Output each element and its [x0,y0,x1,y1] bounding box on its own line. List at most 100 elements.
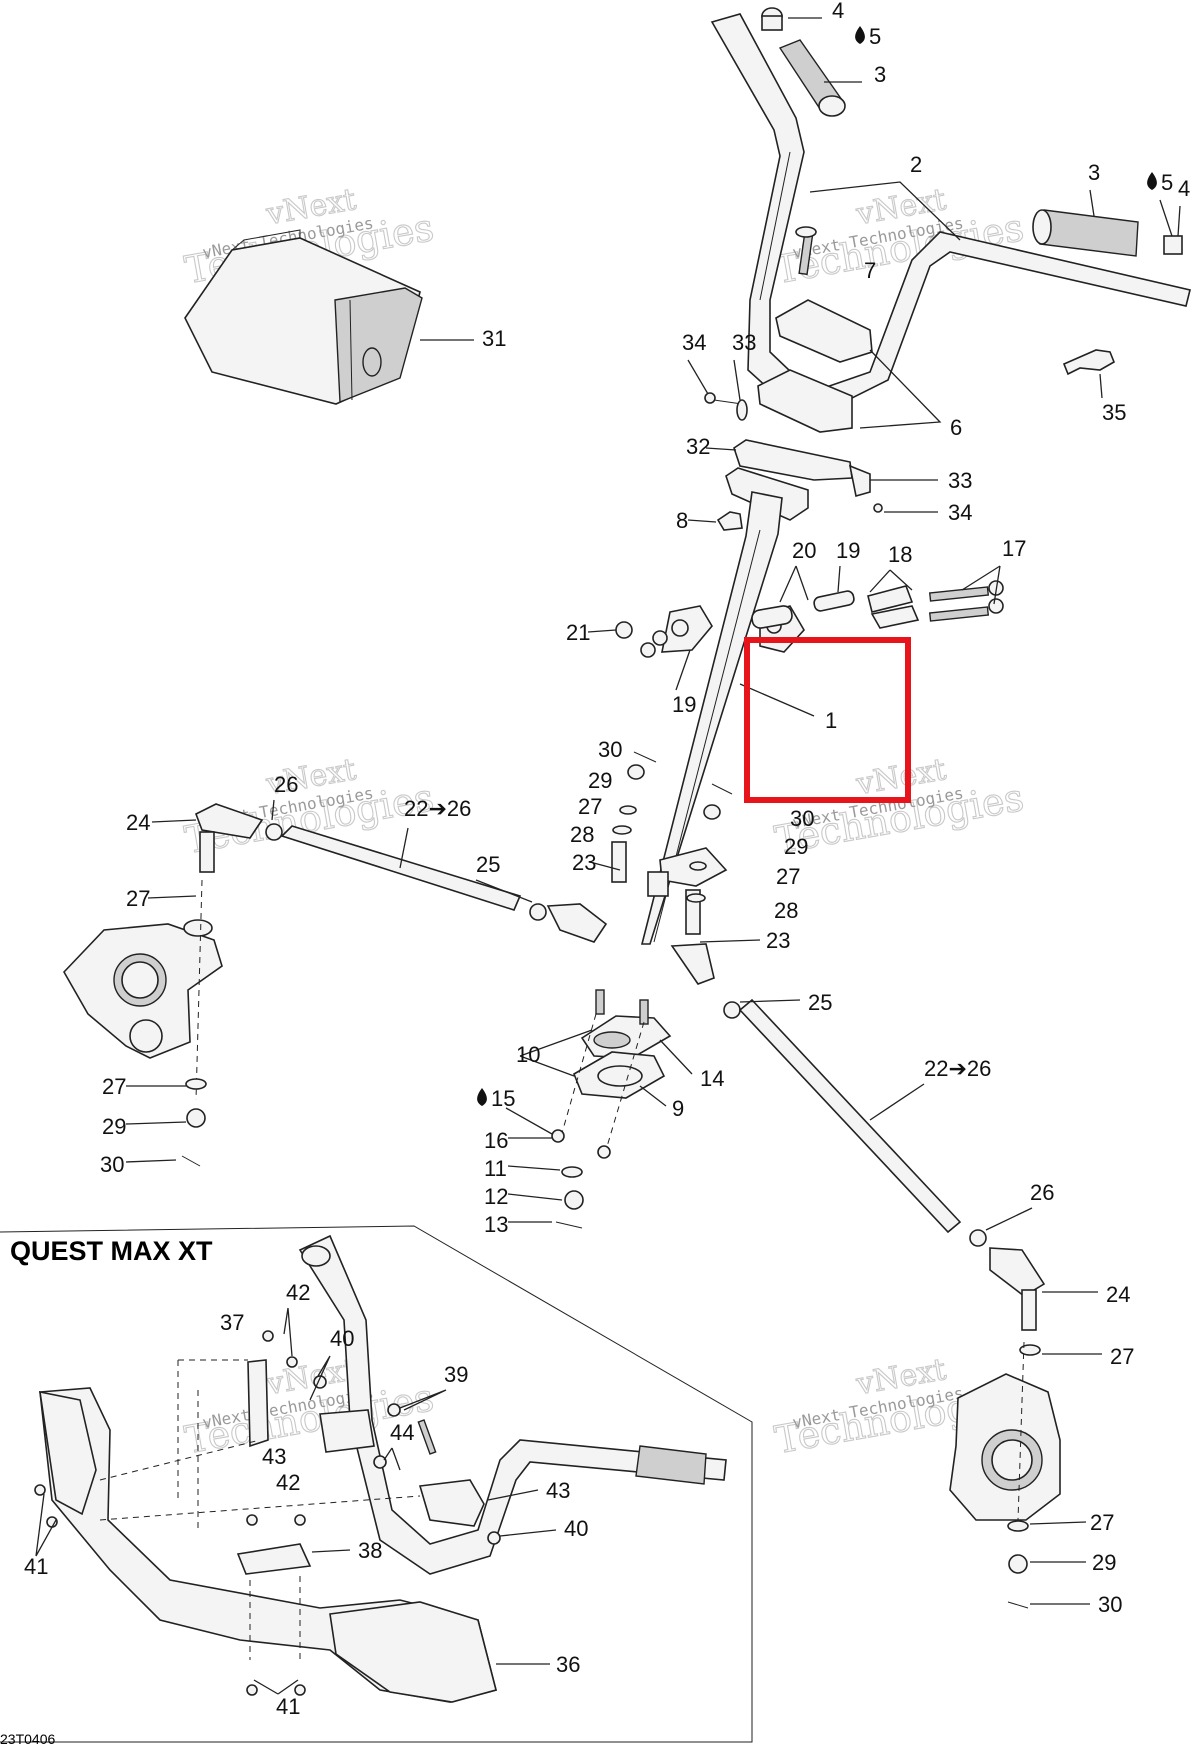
callout-21: 21 [566,620,590,645]
callout-number: 23 [572,850,596,875]
callout-number: 4 [832,0,844,23]
callout-number: 27 [126,886,150,911]
callout-number: 23 [766,928,790,953]
callout-27: 27 [102,1074,126,1099]
callout-number: 19 [672,692,696,717]
callout-number: 29 [102,1114,126,1139]
callout-number: 41 [276,1694,300,1719]
callout-number: 28 [774,898,798,923]
callout-number: 10 [516,1042,540,1067]
callout-30: 30 [790,806,814,831]
callout-22-26: 22➔26 [924,1056,991,1081]
callout-number: 3 [874,62,886,87]
callout-22-26: 22➔26 [404,796,471,821]
callout-number: 30 [790,806,814,831]
callout-30: 30 [1098,1592,1122,1617]
callout-19: 19 [836,538,860,563]
callout-3: 3 [1088,160,1100,185]
callout-33: 33 [948,468,972,493]
callout-30: 30 [100,1152,124,1177]
callout-18: 18 [888,542,912,567]
callout-34: 34 [682,330,706,355]
left-steering-knuckle-part [63,879,223,1167]
callout-number: 14 [700,1066,724,1091]
callout-15: 15 [477,1086,515,1111]
callout-number: 42 [286,1280,310,1305]
callout-12: 12 [484,1184,508,1209]
callout-19: 19 [672,692,696,717]
callout-33: 33 [732,330,756,355]
callout-41: 41 [276,1694,300,1719]
highlight-box [744,637,911,803]
callout-26: 26 [1030,1180,1054,1205]
callout-number: 26 [1030,1180,1054,1205]
callout-number: 37 [220,1310,244,1335]
callout-number: 20 [792,538,816,563]
callout-number: 25 [808,990,832,1015]
callout-26: 26 [274,772,298,797]
callout-28: 28 [570,822,594,847]
callout-number: 25 [476,852,500,877]
callout-42: 42 [276,1470,300,1495]
callout-3: 3 [874,62,886,87]
callout-20: 20 [792,538,816,563]
callout-27: 27 [1090,1510,1114,1535]
callout-number: 44 [390,1420,414,1445]
right-bar-end-part [1163,235,1183,255]
callout-23: 23 [766,928,790,953]
callout-number: 24 [1106,1282,1130,1307]
callout-25: 25 [808,990,832,1015]
callout-number: 18 [888,542,912,567]
callout-7: 7 [864,258,876,283]
callout-27: 27 [1110,1344,1134,1369]
left-grip-part [778,39,846,117]
callout-32: 32 [686,434,710,459]
callout-29: 29 [1092,1550,1116,1575]
callout-6: 6 [950,415,962,440]
callout-13: 13 [484,1212,508,1237]
callout-number: 27 [102,1074,126,1099]
callout-number: 29 [784,834,808,859]
callout-number: 1 [825,708,837,733]
callout-number: 27 [578,794,602,819]
callout-44: 44 [390,1420,414,1445]
callout-number: 29 [1092,1550,1116,1575]
callout-number: 28 [570,822,594,847]
callout-34: 34 [948,500,972,525]
callout-39: 39 [444,1362,468,1387]
steering-plate-part [716,439,883,531]
callout-number: 12 [484,1184,508,1209]
callout-number: 30 [100,1152,124,1177]
callout-number: 30 [598,737,622,762]
right-grip-part [1032,209,1139,257]
callout-43: 43 [546,1478,570,1503]
callout-number: 27 [1090,1510,1114,1535]
handlebar-clamp-part [704,226,873,433]
callout-number: 30 [1098,1592,1122,1617]
callout-number: 34 [682,330,706,355]
callout-8: 8 [676,508,688,533]
callout-number: 43 [546,1478,570,1503]
headlight-housing-part [184,229,423,405]
callout-number: 32 [686,434,710,459]
callout-number: 22➔26 [924,1056,991,1081]
callout-27: 27 [578,794,602,819]
callout-35: 35 [1102,400,1126,425]
callout-28: 28 [774,898,798,923]
callout-25: 25 [476,852,500,877]
callout-number: 21 [566,620,590,645]
callout-30: 30 [598,737,622,762]
callout-number: 5 [869,24,881,49]
callout-24: 24 [1106,1282,1130,1307]
callout-27: 27 [126,886,150,911]
callout-9: 9 [672,1096,684,1121]
callout-10: 10 [516,1042,540,1067]
callout-number: 39 [444,1362,468,1387]
callout-16: 16 [484,1128,508,1153]
drawing-code: 23T0406 [0,1731,55,1747]
lubricant-drop-icon [1147,172,1157,190]
callout-number: 9 [672,1096,684,1121]
lubricant-drop-icon [477,1088,487,1106]
